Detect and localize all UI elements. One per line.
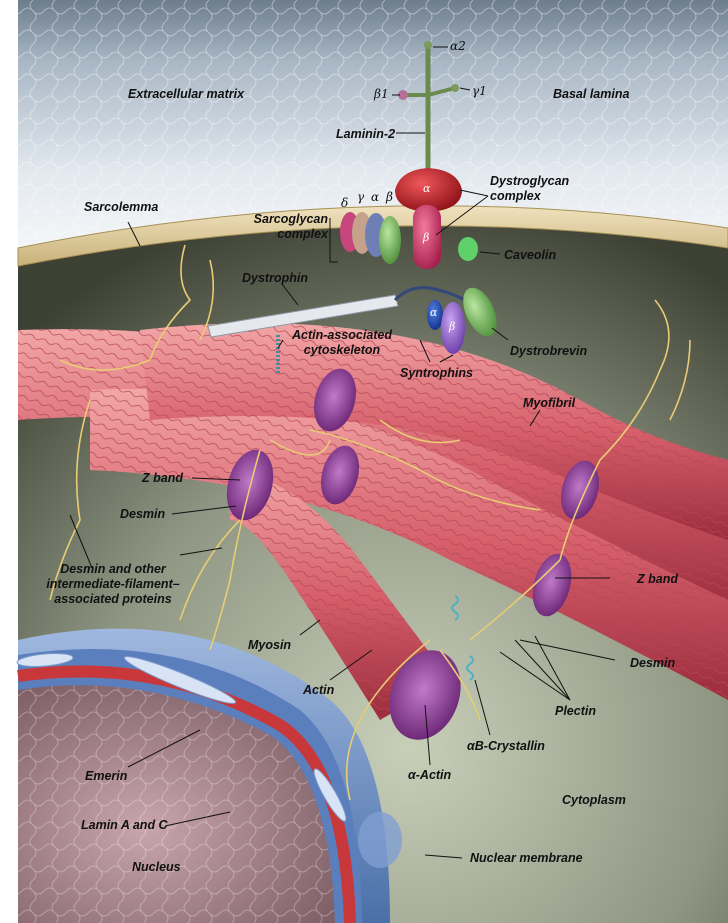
label-laminin-2: Laminin-2 <box>336 127 396 141</box>
label-sarcoglycan-complex: Sarcoglycan complex <box>253 212 328 241</box>
label-desmin-left: Desmin <box>120 507 166 521</box>
label-cytoplasm: Cytoplasm <box>562 793 626 807</box>
syntrophin-alpha-shape <box>427 300 443 330</box>
label-caveolin: Caveolin <box>504 248 557 262</box>
dystroglycan-alpha-shape <box>395 168 462 212</box>
dystroglycan-beta-shape <box>413 205 441 269</box>
syntrophin-beta-shape <box>441 302 465 354</box>
label-myofibril: Myofibril <box>523 396 576 410</box>
label-alpha-actin: α-Actin <box>408 768 452 782</box>
label-plectin: Plectin <box>555 704 596 718</box>
laminin-2 <box>398 41 459 180</box>
label-desmin-and-other: Desmin and other intermediate-filament–a… <box>46 562 180 606</box>
label-gamma1: γ1 <box>472 84 487 98</box>
label-dystroglycan-beta: β <box>423 231 430 244</box>
label-actin-associated-cytoskeleton: Actin-associated cytoskeleton <box>291 328 393 357</box>
label-sarcolemma: Sarcolemma <box>84 200 159 214</box>
dystrobrevin-shape <box>463 287 497 337</box>
label-z-band-left: Z band <box>142 471 183 485</box>
label-sarcoglycan-beta: β <box>386 190 393 204</box>
label-dystrophin: Dystrophin <box>242 271 308 285</box>
label-z-band-right: Z band <box>637 572 678 586</box>
label-basal-lamina: Basal lamina <box>553 87 630 101</box>
label-sarcoglycan-alpha: α <box>371 190 380 204</box>
label-alpha2: α2 <box>450 39 466 53</box>
label-nucleus: Nucleus <box>132 860 181 874</box>
label-dystroglycan-complex: Dystroglycan complex <box>490 174 570 203</box>
label-syntrophin-beta: β <box>449 320 456 333</box>
label-extracellular-matrix: Extracellular matrix <box>128 87 245 101</box>
label-sarcoglycan-gamma: γ <box>357 190 365 204</box>
label-myosin: Myosin <box>248 638 292 652</box>
dystrophin-rod <box>207 286 466 375</box>
myofibril-group <box>18 323 728 740</box>
label-lamin-a-and-c: Lamin A and C <box>81 818 168 832</box>
label-nuclear-membrane: Nuclear membrane <box>470 851 583 865</box>
label-sarcoglycan-delta: δ <box>341 196 349 210</box>
label-syntrophins: Syntrophins <box>400 366 473 380</box>
sarcoglycan-shapes <box>340 212 401 264</box>
label-beta1: β1 <box>374 87 389 101</box>
label-dystrobrevin: Dystrobrevin <box>510 344 588 358</box>
label-emerin: Emerin <box>85 769 128 783</box>
crystallin-coils <box>451 595 474 681</box>
label-actin: Actin <box>303 683 335 697</box>
label-syntrophin-alpha: α <box>430 306 438 319</box>
leader-lines <box>69 46 616 859</box>
label-dystroglycan-alpha: α <box>423 182 431 195</box>
label-ab-crystallin: αB-Crystallin <box>467 739 545 753</box>
label-desmin-right: Desmin <box>630 656 676 670</box>
desmin-filaments <box>49 244 691 801</box>
caveolin-shape <box>458 237 478 261</box>
